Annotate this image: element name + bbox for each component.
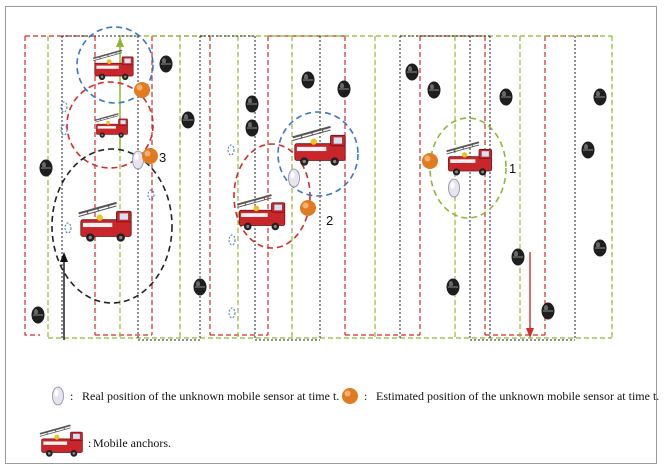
black-trajectory-lines: [61, 35, 576, 341]
legend: : Real position of the unknown mobile se…: [39, 386, 659, 458]
mobile-anchors: [77, 49, 493, 243]
legend-real-text: Real position of the unknown mobile sens…: [82, 389, 339, 403]
legend-estimated-text: Estimated position of the unknown mobile…: [376, 389, 659, 403]
label-one: 1: [509, 161, 516, 176]
legend-truck-icon: [39, 424, 84, 458]
label-two: 2: [326, 213, 333, 228]
legend-colon-3: :: [88, 436, 91, 450]
legend-real-icon: [52, 386, 64, 406]
direction-arrows: [60, 37, 534, 340]
legend-anchor-text: Mobile anchors.: [93, 436, 171, 450]
figure-border: [5, 6, 657, 464]
legend-estimated-icon: [342, 388, 358, 404]
legend-colon-1: :: [70, 389, 73, 403]
range-circles: [51, 26, 507, 304]
trajectory-lines: [24, 35, 613, 339]
legend-colon-2: :: [364, 389, 367, 403]
label-three: 3: [159, 150, 166, 165]
